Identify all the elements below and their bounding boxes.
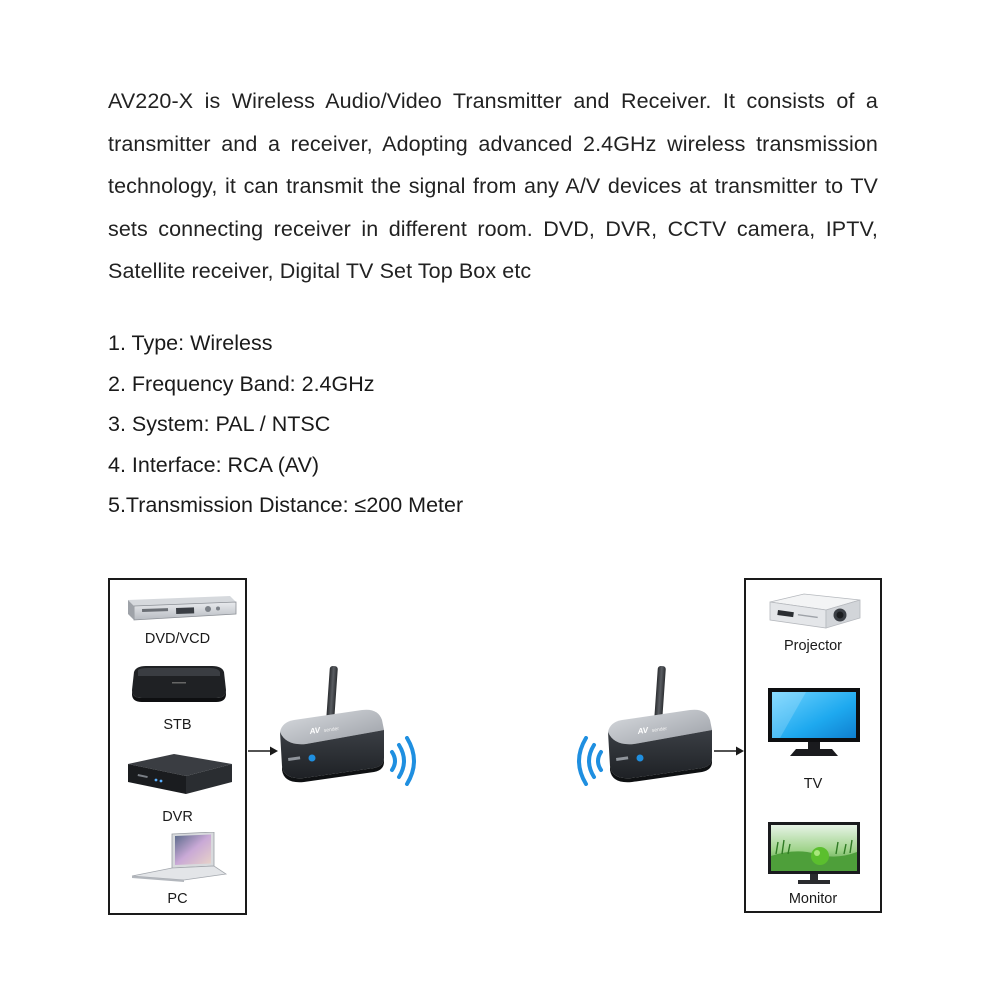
svg-text:AV: AV (636, 726, 649, 737)
display-devices-panel: Projector TV (744, 578, 882, 913)
source-label-stb: STB (163, 717, 192, 733)
laptop-icon (131, 832, 228, 882)
source-label-dvd: DVD/VCD (144, 631, 211, 647)
transmitter-unit: AV sender (280, 666, 384, 783)
monitor-icon (768, 822, 860, 884)
spec-item-interface: 4. Interface: RCA (AV) (108, 452, 320, 477)
set-top-box-icon (132, 666, 226, 702)
dvd-player-icon (128, 596, 237, 621)
arrow-to-displays (714, 746, 744, 756)
display-label-tv: TV (803, 776, 823, 792)
display-device-monitor: Monitor (746, 800, 880, 915)
arrow-to-transmitter (248, 746, 278, 756)
transmitter-wireless-waves (390, 736, 416, 786)
receiver-unit: AV sender (608, 666, 712, 783)
source-device-stb: STB (110, 660, 245, 750)
source-label-dvr: DVR (162, 809, 193, 825)
source-devices-panel: DVD/VCD STB DVR (108, 578, 247, 915)
dvr-icon (128, 754, 232, 794)
spec-item-system: 3. System: PAL / NTSC (108, 412, 331, 436)
source-device-pc: PC (110, 832, 245, 917)
svg-text:sender: sender (651, 726, 667, 734)
spec-item-frequency: 2. Frequency Band: 2.4GHz (108, 371, 375, 396)
receiver-wireless-waves (577, 736, 603, 786)
projector-icon (769, 593, 861, 629)
source-device-dvd: DVD/VCD (110, 580, 245, 660)
source-device-dvr: DVR (110, 750, 245, 838)
display-label-monitor: Monitor (788, 891, 838, 907)
svg-text:sender: sender (323, 726, 339, 734)
display-device-tv: TV (746, 680, 880, 800)
intro-paragraph: AV220-X is Wireless Audio/Video Transmit… (108, 89, 878, 283)
spec-list: 1. Type: Wireless 2. Frequency Band: 2.4… (108, 326, 708, 529)
source-label-pc: PC (167, 891, 188, 907)
display-label-projector: Projector (783, 638, 843, 654)
svg-text:AV: AV (308, 726, 321, 737)
tv-icon (768, 688, 860, 756)
spec-item-type: 1. Type: Wireless (108, 331, 273, 355)
spec-item-distance: 5.Transmission Distance: ≤200 Meter (108, 493, 464, 517)
display-device-projector: Projector (746, 580, 880, 680)
